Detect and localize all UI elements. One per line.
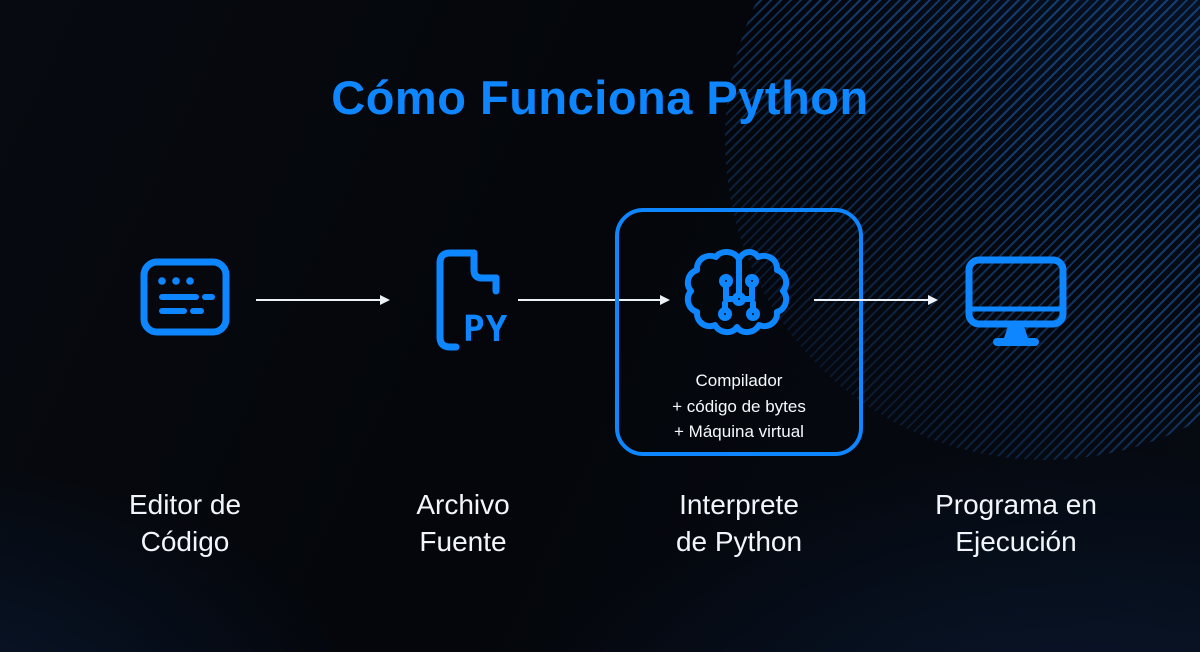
code-editor-icon	[135, 247, 235, 347]
interpreter-detail: Compilador + código de bytes + Máquina v…	[672, 371, 806, 441]
interpreter-box	[615, 208, 863, 456]
arrow-file-to-interpreter	[518, 294, 670, 305]
brain-icon	[679, 243, 799, 353]
page-title: Cómo Funciona Python	[331, 71, 869, 124]
label-archivo-fuente: Archivo Fuente	[416, 489, 510, 557]
label-interprete-python: Interprete de Python	[675, 489, 803, 557]
monitor-icon	[961, 250, 1071, 350]
label-editor-de-codigo: Editor de Código	[128, 489, 242, 557]
arrow-editor-to-file	[256, 294, 390, 305]
arrow-interpreter-to-program	[814, 294, 938, 305]
python-file-icon: PY	[413, 244, 513, 356]
py-badge-text: PY	[463, 309, 508, 350]
label-programa-ejecucion: Programa en Ejecución	[935, 489, 1097, 557]
